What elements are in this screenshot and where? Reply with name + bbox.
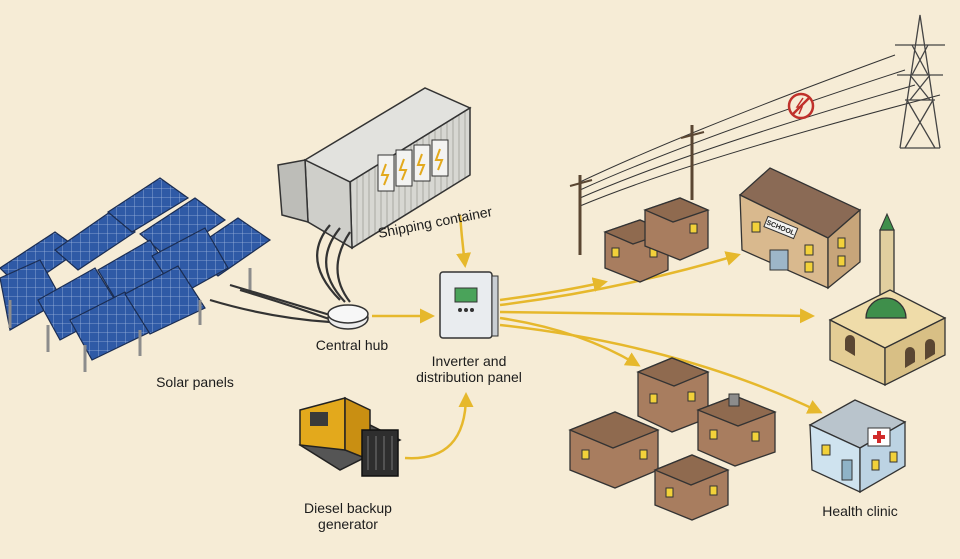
arrow-to-mosque	[499, 308, 815, 324]
shipping-container	[277, 87, 472, 303]
inverter-icon	[439, 271, 499, 339]
arrow-to-clinic	[499, 323, 823, 414]
health-clinic-label: Health clinic	[822, 503, 898, 519]
generator-label-line1: Diesel backup	[304, 500, 392, 516]
solar-panel-array	[0, 177, 333, 372]
utility-pole-1	[569, 175, 593, 255]
panel-stands	[8, 268, 252, 372]
container-cables	[316, 224, 351, 303]
battery-icon	[377, 139, 449, 192]
generator-icon	[298, 396, 402, 477]
arrow-to-school	[499, 251, 741, 307]
flow-arrows	[372, 214, 823, 460]
no-grid-icon	[787, 92, 815, 120]
pylon-icon	[895, 14, 945, 149]
arrow-to-houses-north	[499, 277, 608, 302]
power-lines	[579, 54, 941, 207]
panel-cables	[209, 283, 333, 324]
arrow-container-to-inverter	[456, 214, 472, 268]
inverter-label: Inverter and distribution panel	[405, 353, 533, 385]
school-icon: SCHOOL	[738, 167, 862, 290]
generator-label-line2: generator	[318, 516, 378, 532]
hub-icon	[327, 304, 369, 330]
house-icon	[603, 197, 710, 283]
arrow-generator-to-inverter	[404, 392, 474, 460]
solar-panel-icon	[0, 177, 272, 361]
central-hub-label: Central hub	[315, 337, 389, 353]
solar-panels-label: Solar panels	[156, 374, 234, 390]
inverter-label-line2: distribution panel	[416, 369, 522, 385]
utility-pole-2	[680, 125, 705, 200]
mosque-icon	[828, 212, 947, 387]
generator-label: Diesel backup generator	[296, 500, 400, 532]
house-cluster-south	[568, 357, 777, 521]
clinic-icon	[808, 399, 907, 494]
inverter-label-line1: Inverter and	[431, 353, 507, 369]
